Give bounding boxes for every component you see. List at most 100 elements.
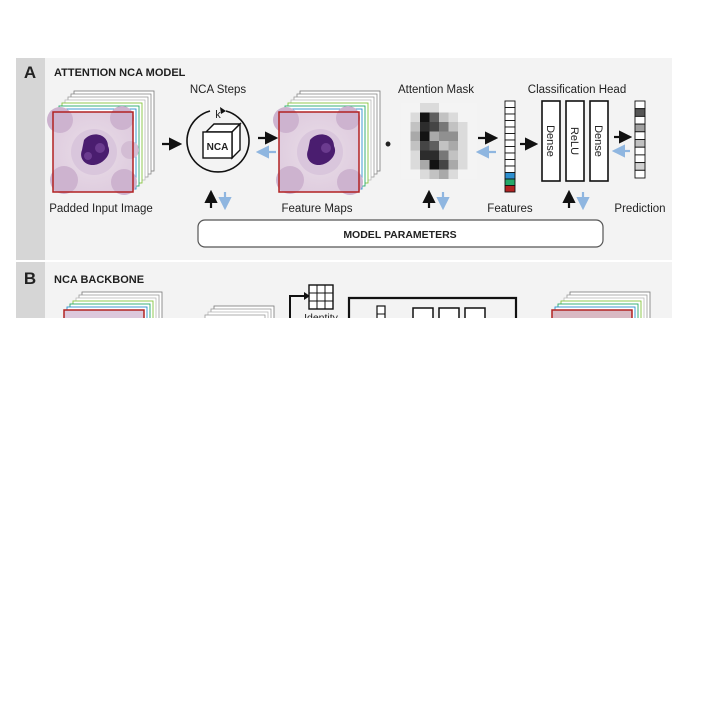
multiply-symbol: • [385,134,391,154]
attention-cell [420,169,430,179]
attention-cell [458,103,468,113]
attention-cell [410,131,420,141]
attention-cell [448,150,458,160]
attention-cell [429,169,439,179]
attention-cell [410,141,420,151]
panel-b-title: NCA BACKBONE [54,274,144,286]
feature-maps-label: Feature Maps [282,203,353,215]
attention-cell [410,150,420,160]
attention-cell [429,103,439,113]
nca-steps-label: NCA Steps [190,84,246,96]
attention-cell [420,141,430,151]
dense-layer-2 [589,100,609,182]
prediction-cell [634,139,646,148]
attention-cell [467,103,477,113]
classification-head-label: Classification Head [528,84,626,96]
attention-cell [467,141,477,151]
attention-cell [467,160,477,170]
model-parameters-label: MODEL PARAMETERS [343,229,456,241]
attention-cell [401,141,411,151]
panel-a-letter: A [24,63,36,82]
panel-a: A ATTENTION NCA MODEL [16,58,672,260]
panel-b-middle-stack [204,305,275,318]
feature-cell [504,113,516,121]
identity-kernel-icon [308,284,334,310]
attention-cell [420,160,430,170]
panel-a-title: ATTENTION NCA MODEL [54,67,186,79]
attention-cell [467,122,477,132]
attention-cell [439,131,449,141]
feature-cell [504,107,516,115]
attention-cell [439,169,449,179]
attention-mask-label: Attention Mask [398,84,474,96]
prediction-cell [634,123,646,133]
attention-cell [401,169,411,179]
feature-cell [504,133,516,141]
identity-label: Identity [304,312,339,324]
attention-cell [458,112,468,122]
attention-cell [410,160,420,170]
feature-cell [504,178,516,186]
attention-cell [458,169,468,179]
panel-b-output-stack [551,291,651,318]
panel-b-letter: B [24,269,36,288]
update-network [347,296,518,318]
relu-layer [565,100,585,182]
prediction-cell [634,154,646,164]
feature-cell [504,126,516,134]
feature-cell [504,152,516,160]
feature-map-image [273,106,363,195]
attention-cell [420,103,430,113]
attention-cell [439,122,449,132]
feature-cell [504,185,516,193]
attention-cell [410,112,420,122]
attention-cell [410,103,420,113]
classification-head: Dense ReLU Dense [541,100,609,182]
feature-cell [504,120,516,128]
attention-cell [467,112,477,122]
features-label: Features [487,203,533,215]
feature-maps-stack [273,90,381,195]
feature-cell [504,139,516,147]
attention-cell [439,160,449,170]
attention-cell [420,131,430,141]
input-image-label: Padded Input Image [49,203,153,215]
prediction-cell [634,108,646,117]
attention-cell [458,131,468,141]
attention-cell [401,122,411,132]
relu-layer-label: ReLU [568,127,580,155]
prediction-label: Prediction [614,203,665,215]
panel-a-letter-bar [16,58,45,260]
nca-loop-label: k [215,109,221,121]
attention-cell [401,112,411,122]
nca-cube-icon [202,122,242,160]
attention-cell [429,122,439,132]
attention-cell [420,150,430,160]
prediction-cell [634,162,646,171]
attention-cell [401,103,411,113]
attention-cell [467,150,477,160]
feature-cell [504,100,516,108]
attention-cell [448,103,458,113]
attention-cell [458,122,468,132]
identity-branch: Identity [289,284,339,324]
attention-cell [420,112,430,122]
dense-layer-1-label: Dense [544,125,556,157]
model-parameters-box [197,219,604,248]
attention-cell [448,169,458,179]
attention-cell [439,141,449,151]
attention-cell [458,141,468,151]
attention-cell [420,122,430,132]
attention-mask-grid [401,103,477,179]
attention-cell [439,112,449,122]
attention-cell [401,131,411,141]
attention-cell [429,131,439,141]
panel-b: B NCA BACKBONE [16,262,672,324]
attention-cell [458,150,468,160]
input-image-stack [47,90,155,195]
attention-cell [410,122,420,132]
attention-cell [448,141,458,151]
attention-cell [410,169,420,179]
prediction-cell [634,115,646,125]
